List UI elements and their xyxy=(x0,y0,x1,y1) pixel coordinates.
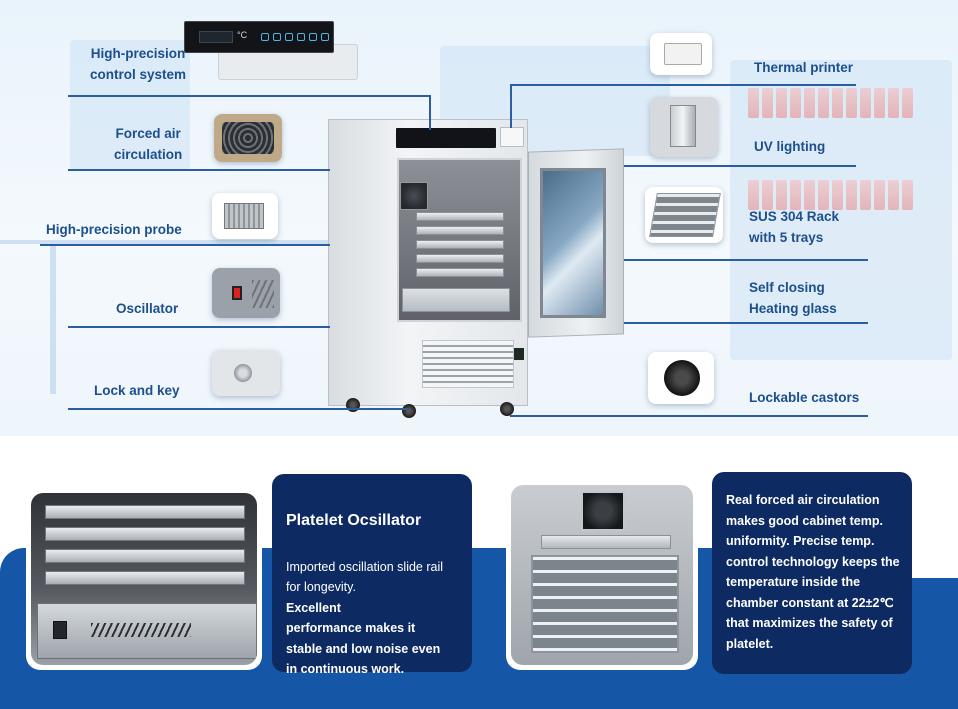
switch-icon xyxy=(514,348,524,360)
cabinet-control-panel xyxy=(396,128,496,148)
connector-line xyxy=(624,322,868,324)
photo-frame xyxy=(511,485,693,665)
photo-tray xyxy=(45,505,245,519)
thumb-thermal-printer xyxy=(650,33,712,75)
chamber-tray xyxy=(416,254,504,263)
label-lock-key: Lock and key xyxy=(94,383,180,398)
thumb-forced-air xyxy=(214,114,282,162)
cabinet-printer xyxy=(500,127,524,147)
probe-icon xyxy=(224,203,264,229)
card-description: Imported oscillation slide rail for long… xyxy=(286,536,462,680)
thumb-lock-key xyxy=(212,350,280,396)
castor-icon xyxy=(346,398,360,412)
printer-icon xyxy=(664,43,702,65)
chamber-tray xyxy=(416,212,504,221)
card-lead-text: Imported oscillation slide rail for long… xyxy=(286,559,444,595)
label-rack: SUS 304 Rack with 5 trays xyxy=(749,209,840,245)
chamber-tray xyxy=(416,240,504,249)
temperature-display xyxy=(199,31,233,43)
label-probe: High-precision probe xyxy=(46,222,182,237)
card-air-circulation: Real forced air circulation makes good c… xyxy=(712,472,912,674)
connector-line xyxy=(429,95,431,130)
thumb-oscillator xyxy=(212,268,280,318)
blood-bag-rack xyxy=(748,180,913,210)
temperature-unit: °C xyxy=(237,30,248,40)
background-shelf xyxy=(70,40,190,170)
castor-icon xyxy=(664,360,700,396)
background-desk xyxy=(0,240,330,244)
photo-tray xyxy=(45,549,245,563)
card-body-text: Excellent performance makes it stable an… xyxy=(286,600,441,677)
cabinet-oscillator xyxy=(402,288,510,312)
label-control-system: High-precision control system xyxy=(90,46,187,82)
photo-tray xyxy=(541,535,671,549)
vent-icon xyxy=(91,623,191,637)
uv-lamp-icon xyxy=(670,105,696,147)
label-castors: Lockable castors xyxy=(749,390,860,405)
castor-icon xyxy=(500,402,514,416)
connector-line xyxy=(40,244,330,246)
fan-icon xyxy=(222,122,274,154)
chamber-tray xyxy=(416,268,504,277)
card-title: Platelet Ocsillator xyxy=(286,512,422,529)
control-keys xyxy=(261,33,329,41)
control-panel-thumbnail: °C xyxy=(184,21,334,53)
label-oscillator: Oscillator xyxy=(116,301,179,316)
photo-frame xyxy=(31,493,257,665)
fan-icon xyxy=(400,182,428,210)
castor-icon xyxy=(402,404,416,418)
rack-icon xyxy=(649,193,721,237)
heating-glass xyxy=(540,168,606,318)
card-description: Real forced air circulation makes good c… xyxy=(726,493,900,651)
background-desk xyxy=(50,244,56,394)
product-feature-diagram: °C High-precision control system Forced … xyxy=(0,0,958,436)
vent-icon xyxy=(252,280,274,308)
connector-line xyxy=(68,408,408,410)
label-thermal-printer: Thermal printer xyxy=(754,60,854,75)
connector-line xyxy=(510,84,512,128)
thumb-uv-lighting xyxy=(650,97,718,157)
cabinet-vent xyxy=(422,340,514,388)
connector-line xyxy=(68,169,330,171)
switch-icon xyxy=(232,286,242,300)
chamber-tray xyxy=(416,226,504,235)
label-glass: Self closing Heating glass xyxy=(749,280,837,316)
blood-bag-rack xyxy=(748,88,913,118)
rack-icon xyxy=(531,555,679,653)
connector-line xyxy=(68,95,430,97)
photo-tray xyxy=(45,571,245,585)
thumb-rack xyxy=(645,187,723,243)
switch-icon xyxy=(53,621,67,639)
label-uv-lighting: UV lighting xyxy=(754,139,826,154)
connector-line xyxy=(510,415,868,417)
photo-oscillator-trays xyxy=(26,488,262,670)
thumb-probe xyxy=(212,193,278,239)
connector-line xyxy=(68,326,330,328)
connector-line xyxy=(510,84,856,86)
label-forced-air: Forced air circulation xyxy=(114,126,183,162)
photo-tray xyxy=(45,527,245,541)
card-platelet-oscillator: Platelet Ocsillator Imported oscillation… xyxy=(272,474,472,676)
fan-icon xyxy=(581,491,625,531)
connector-line xyxy=(624,165,856,167)
thumb-castors xyxy=(648,352,714,404)
photo-chamber-interior xyxy=(506,480,698,670)
lock-icon xyxy=(234,364,252,382)
connector-line xyxy=(624,259,868,261)
